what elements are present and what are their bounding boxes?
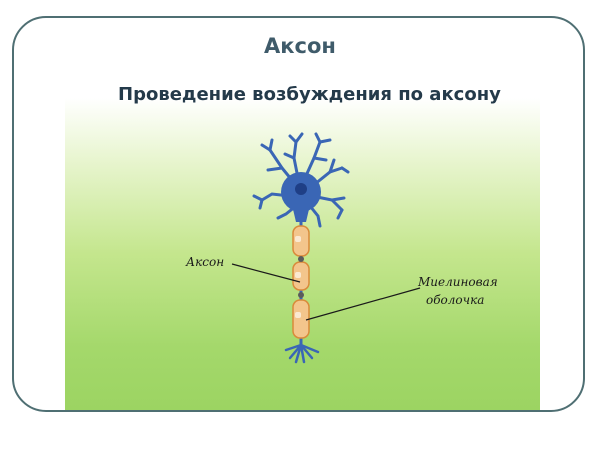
myelin-leader-line xyxy=(305,287,421,321)
nucleus xyxy=(295,183,307,195)
axon xyxy=(292,222,310,345)
soma xyxy=(281,172,321,222)
myelin-label-line1: Миелиновая xyxy=(417,275,498,289)
axon-label: Аксон xyxy=(185,255,224,269)
myelin-label-line2: оболочка xyxy=(426,293,484,307)
node-of-ranvier xyxy=(298,292,304,298)
axon-leader-line xyxy=(231,263,301,283)
myelin-segment-3 xyxy=(292,299,310,339)
slide-subtitle: Проведение возбуждения по аксону xyxy=(118,84,501,105)
node-of-ranvier xyxy=(298,256,304,262)
axon-terminals xyxy=(284,343,320,364)
slide-title: Аксон xyxy=(264,34,336,58)
